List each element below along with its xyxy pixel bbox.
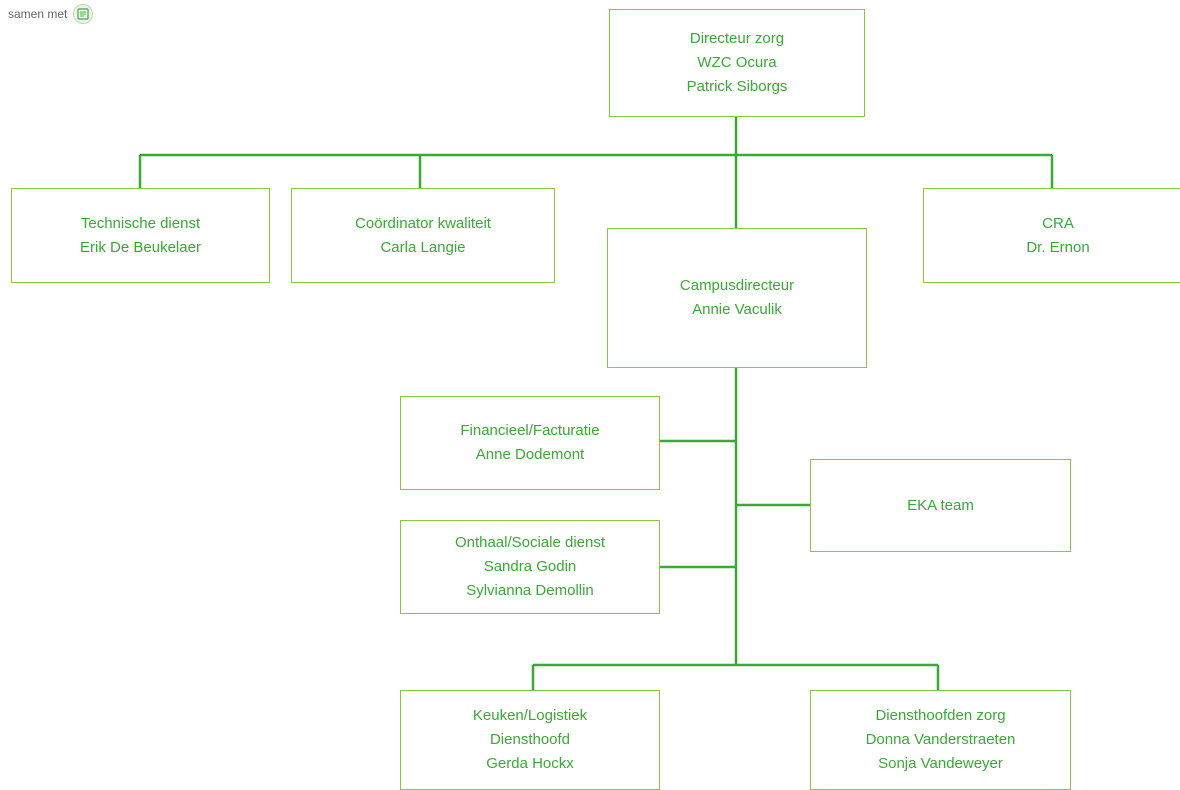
header: samen met [8, 4, 94, 24]
onthaal-name-2: Sylvianna Demollin [466, 582, 594, 599]
box-financieel-facturatie: Financieel/Facturatie Anne Dodemont [400, 396, 660, 490]
diensthoofden-name-1: Donna Vanderstraeten [865, 731, 1016, 748]
diensthoofden-title: Diensthoofden zorg [875, 707, 1006, 724]
box-directeur-zorg: Directeur zorg WZC Ocura Patrick Siborgs [609, 9, 865, 117]
cra-name: Dr. Ernon [1026, 238, 1090, 256]
technische-name: Erik De Beukelaer [80, 238, 201, 256]
campus-name: Annie Vaculik [692, 301, 782, 318]
box-onthaal-sociale-dienst: Onthaal/Sociale dienst Sandra Godin Sylv… [400, 520, 660, 614]
organisation-logo-icon [73, 4, 94, 24]
diensthoofden-name-2: Sonja Vandeweyer [878, 755, 1003, 772]
box-eka-team: EKA team [810, 459, 1071, 552]
keuken-title: Keuken/Logistiek [472, 707, 588, 724]
kwaliteit-title: Coördinator kwaliteit [355, 214, 491, 232]
box-diensthoofden-zorg: Diensthoofden zorg Donna Vanderstraeten … [810, 690, 1071, 790]
kwaliteit-name: Carla Langie [380, 238, 466, 256]
onthaal-title: Onthaal/Sociale dienst [454, 534, 606, 551]
financieel-title: Financieel/Facturatie [460, 422, 600, 439]
directeur-organisation: WZC Ocura [697, 54, 777, 71]
directeur-title: Directeur zorg [689, 30, 785, 47]
campus-title: Campusdirecteur [679, 277, 795, 294]
keuken-role: Diensthoofd [489, 731, 571, 748]
box-technische-dienst: Technische dienst Erik De Beukelaer [11, 188, 270, 283]
box-coordinator-kwaliteit: Coördinator kwaliteit Carla Langie [291, 188, 555, 283]
financieel-name: Anne Dodemont [475, 446, 585, 463]
directeur-name: Patrick Siborgs [686, 78, 788, 95]
box-campusdirecteur: Campusdirecteur Annie Vaculik [607, 228, 867, 368]
technische-title: Technische dienst [80, 214, 201, 232]
onthaal-name-1: Sandra Godin [483, 558, 577, 575]
box-keuken-logistiek: Keuken/Logistiek Diensthoofd Gerda Hockx [400, 690, 660, 790]
keuken-name: Gerda Hockx [486, 755, 574, 772]
eka-title: EKA team [907, 496, 974, 514]
header-text: samen met [8, 7, 68, 21]
cra-title: CRA [1042, 214, 1074, 232]
box-cra: CRA Dr. Ernon [923, 188, 1180, 283]
